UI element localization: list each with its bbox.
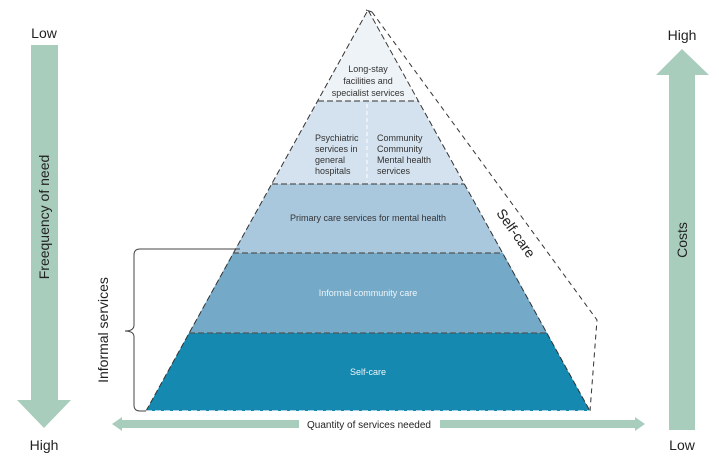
self-care-label: Self-care [350, 367, 386, 377]
level-self-care [146, 333, 590, 411]
costs-label: Costs [674, 222, 690, 258]
psychiatric-line-0: Psychiatric [315, 133, 359, 143]
frequency-high-label: High [30, 437, 59, 453]
informal-community-care-label: Informal community care [319, 288, 418, 298]
psychiatric-line-1: services in [315, 144, 358, 154]
psychiatric-line-3: hospitals [315, 166, 351, 176]
quantity-arrow-left [112, 417, 299, 431]
frequency-arrow-down [17, 45, 71, 428]
costs-high-label: High [668, 27, 697, 43]
frequency-low-label: Low [31, 25, 58, 41]
psychiatric-line-2: general [315, 155, 345, 165]
level-informal-community-care [189, 253, 547, 333]
primary-care-label: Primary care services for mental health [290, 213, 446, 223]
level-long-stay [318, 10, 418, 101]
level-primary-care [233, 184, 503, 253]
community-line-3: services [377, 166, 411, 176]
level-psychiatric-community [272, 101, 464, 184]
level-0-line-1: facilities and [343, 76, 393, 86]
quantity-arrow-right [440, 417, 645, 431]
level-dividers [146, 100, 590, 412]
quantity-label: Quantity of services needed [307, 420, 431, 431]
level-0-line-2: specialist services [332, 88, 405, 98]
frequency-label: Freequency of need [36, 155, 52, 280]
costs-low-label: Low [669, 437, 696, 453]
community-line-2: Mental health [377, 155, 431, 165]
self-care-side-outline [371, 11, 598, 412]
informal-services-bracket [124, 248, 240, 412]
community-line-1: Community [377, 144, 423, 154]
costs-arrow-up [656, 49, 709, 430]
community-line-0: Community [377, 133, 423, 143]
informal-services-label: Informal services [95, 277, 111, 383]
level-0-line-0: Long-stay [348, 64, 388, 74]
